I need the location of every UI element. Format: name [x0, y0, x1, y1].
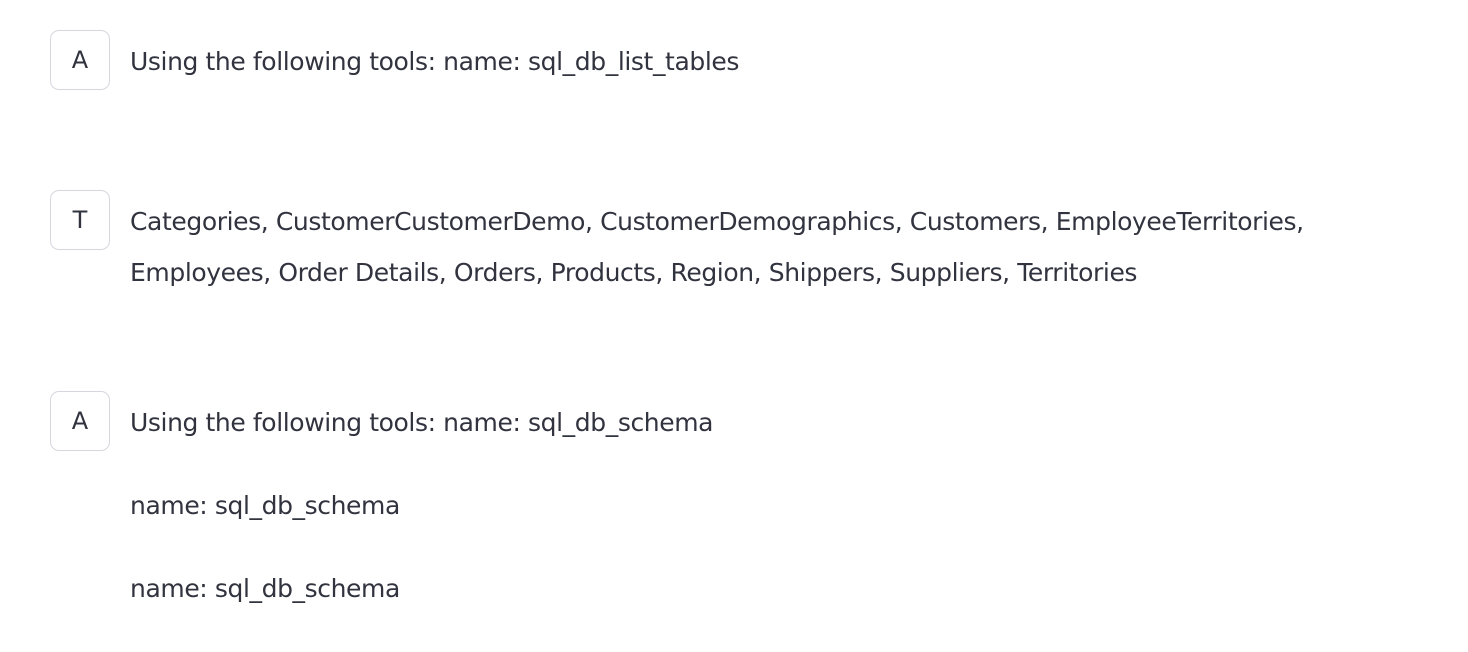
assistant-avatar: A [50, 30, 110, 90]
message-text: Using the following tools: name: sql_db_… [130, 47, 739, 76]
chat-message-assistant: A Using the following tools: name: sql_d… [50, 391, 1440, 614]
tool-avatar: T [50, 190, 110, 250]
chat-message-tool: T Categories, CustomerCustomerDemo, Cust… [50, 190, 1440, 298]
message-content: Using the following tools: name: sql_db_… [130, 36, 1440, 87]
chat-message-assistant: A Using the following tools: name: sql_d… [50, 30, 1440, 90]
message-text: name: sql_db_schema [130, 574, 400, 603]
message-content: Categories, CustomerCustomerDemo, Custom… [130, 196, 1440, 298]
chat-container: A Using the following tools: name: sql_d… [50, 30, 1440, 614]
message-content: Using the following tools: name: sql_db_… [130, 397, 1440, 614]
message-text: Categories, CustomerCustomerDemo, Custom… [130, 207, 1304, 287]
message-text: Using the following tools: name: sql_db_… [130, 408, 714, 437]
message-text: name: sql_db_schema [130, 491, 400, 520]
assistant-avatar: A [50, 391, 110, 451]
